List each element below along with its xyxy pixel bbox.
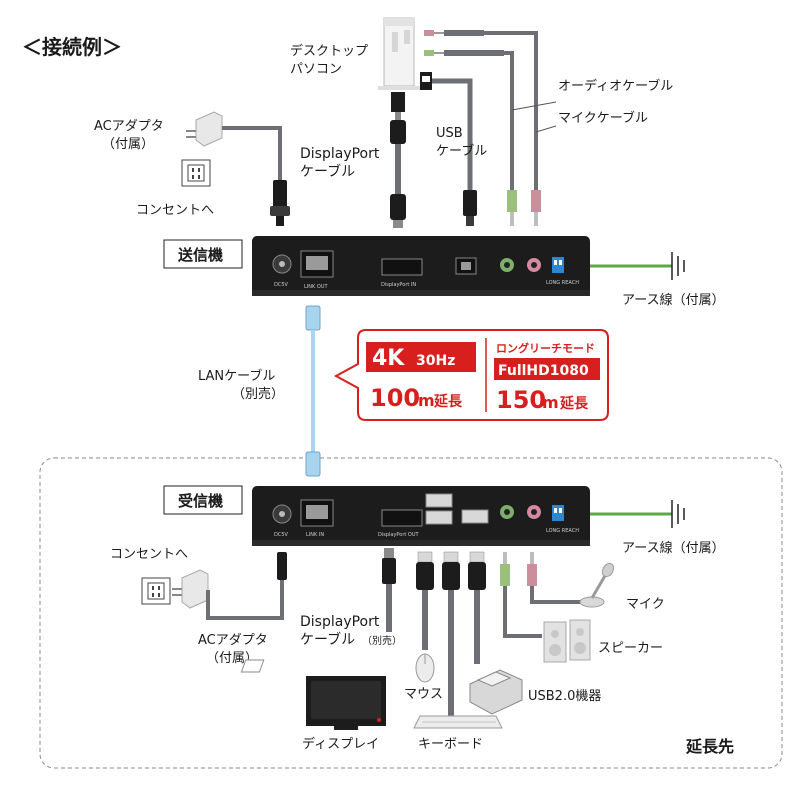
transmitter-port-link: LINK OUT xyxy=(304,284,328,290)
displayport-cable-top xyxy=(390,92,406,228)
speaker-label: スピーカー xyxy=(598,641,663,656)
ac-adapter-top-label-2: （付属） xyxy=(102,137,154,152)
displayport-cable-bottom-label-3: （別売） xyxy=(362,634,402,647)
display-label: ディスプレイ xyxy=(302,736,379,752)
mic-cable xyxy=(484,31,538,195)
right-distance-unit: m xyxy=(542,393,559,412)
keyboard-label: キーボード xyxy=(418,737,483,752)
outlet-top-label: コンセントへ xyxy=(136,203,214,218)
transmitter-port-longreach: LONG REACH xyxy=(546,280,579,286)
transmitter-label-box xyxy=(163,239,243,269)
receiver-usb-port-1 xyxy=(425,493,453,508)
keyboard-icon xyxy=(413,715,503,729)
receiver-usb-port-3 xyxy=(461,509,489,524)
audio-cable xyxy=(504,51,514,195)
left-distance-value: 100 xyxy=(370,384,420,412)
printer-icon xyxy=(240,659,523,715)
displayport-cable-top-label-2: ケーブル xyxy=(300,163,355,180)
audio-plugs-bottom xyxy=(507,190,541,226)
microphone-icon xyxy=(579,562,615,608)
usb-cable-label-2: ケーブル xyxy=(436,143,487,159)
receiver-port-longreach: LONG REACH xyxy=(546,528,579,534)
speaker-icon xyxy=(543,619,591,663)
mouse-label: マウス xyxy=(404,687,443,702)
transmitter-dp-port xyxy=(381,258,423,276)
fullhd-badge-text: FullHD1080 xyxy=(498,363,589,379)
transmitter-device: DC5V LINK OUT DisplayPort IN LONG REACH xyxy=(252,236,590,296)
usb-cable-label-1: USB xyxy=(436,126,463,141)
display-monitor-icon xyxy=(306,676,386,730)
mic-cable-leader xyxy=(535,125,557,133)
outlet-bottom-icon xyxy=(141,577,171,605)
page-title: ＜接続例＞ xyxy=(22,35,122,59)
lan-cable-label-1: LANケーブル xyxy=(198,368,275,384)
mouse-icon xyxy=(415,653,435,683)
audio-plugs-receiver xyxy=(500,552,588,638)
left-distance-suffix: 延長 xyxy=(433,393,463,410)
ac-adapter-bottom-label-1: ACアダプタ xyxy=(198,633,268,648)
receiver-dp-port xyxy=(381,509,423,527)
outlet-bottom-label: コンセントへ xyxy=(110,547,188,562)
displayport-cable-top-label-1: DisplayPort xyxy=(300,146,380,162)
ground-wire-bottom xyxy=(590,500,685,528)
transmitter-label: 送信機 xyxy=(177,246,223,264)
audio-cable-label: オーディオケーブル xyxy=(558,78,673,94)
4k-badge-text: 4K xyxy=(372,346,405,371)
lan-cable-label-2: （別売） xyxy=(232,386,284,402)
ac-adapter-top xyxy=(186,111,290,226)
ac-adapter-top-label-1: ACアダプタ xyxy=(94,119,164,134)
audio-plugs-top xyxy=(424,30,504,56)
receiver-label: 受信機 xyxy=(178,492,223,510)
receiver-port-dc: DC5V xyxy=(274,532,289,538)
long-reach-header: ロングリーチモード xyxy=(496,341,595,355)
right-distance-suffix: 延長 xyxy=(559,395,589,412)
receiver-port-link: LINK IN xyxy=(306,532,324,538)
usb-cables-bottom xyxy=(416,551,486,718)
receiver-label-box xyxy=(163,485,243,515)
4k-badge xyxy=(366,342,476,372)
displayport-cable-bottom-label-2: ケーブル xyxy=(300,631,355,648)
outlet-top-icon xyxy=(181,159,211,187)
transmitter-dip-switch xyxy=(552,257,564,273)
ground-wire-top xyxy=(590,252,685,280)
receiver-port-dp: DisplayPort OUT xyxy=(378,532,420,538)
mic-cable-label: マイクケーブル xyxy=(558,110,648,126)
transmitter-port-dp: DisplayPort IN xyxy=(381,282,416,288)
30hz-badge-text: 30Hz xyxy=(416,353,455,369)
usb-device-label: USB2.0機器 xyxy=(528,689,601,704)
receiver-device: DC5V LINK IN DisplayPort OUT LONG REACH xyxy=(252,486,590,546)
displayport-cable-bottom-label-1: DisplayPort xyxy=(300,614,380,630)
usb-cable-top xyxy=(420,72,477,226)
extension-side-region xyxy=(39,457,783,769)
mic-label: マイク xyxy=(626,597,665,612)
fullhd-badge xyxy=(494,358,600,380)
receiver-usb-port-2 xyxy=(425,510,453,525)
lan-cable xyxy=(305,305,321,477)
displayport-cable-bottom xyxy=(382,548,396,632)
receiver-dip-switch xyxy=(552,505,564,521)
desktop-pc-label-2: パソコン xyxy=(290,62,342,77)
left-distance-unit: m xyxy=(418,391,435,410)
ground-wire-top-label: アース線（付属） xyxy=(622,292,725,308)
right-distance-value: 150 xyxy=(496,386,546,414)
ground-wire-bottom-label: アース線（付属） xyxy=(622,540,725,556)
audio-cable-leader xyxy=(511,101,557,111)
ac-adapter-bottom xyxy=(172,552,287,620)
spec-callout: 4K 30Hz 100 m 延長 ロングリーチモード FullHD1080 15… xyxy=(333,329,609,421)
extension-side-label: 延長先 xyxy=(685,737,734,756)
desktop-pc-icon xyxy=(378,17,420,90)
transmitter-port-dc: DC5V xyxy=(274,282,289,288)
desktop-pc-label-1: デスクトップ xyxy=(290,43,368,59)
